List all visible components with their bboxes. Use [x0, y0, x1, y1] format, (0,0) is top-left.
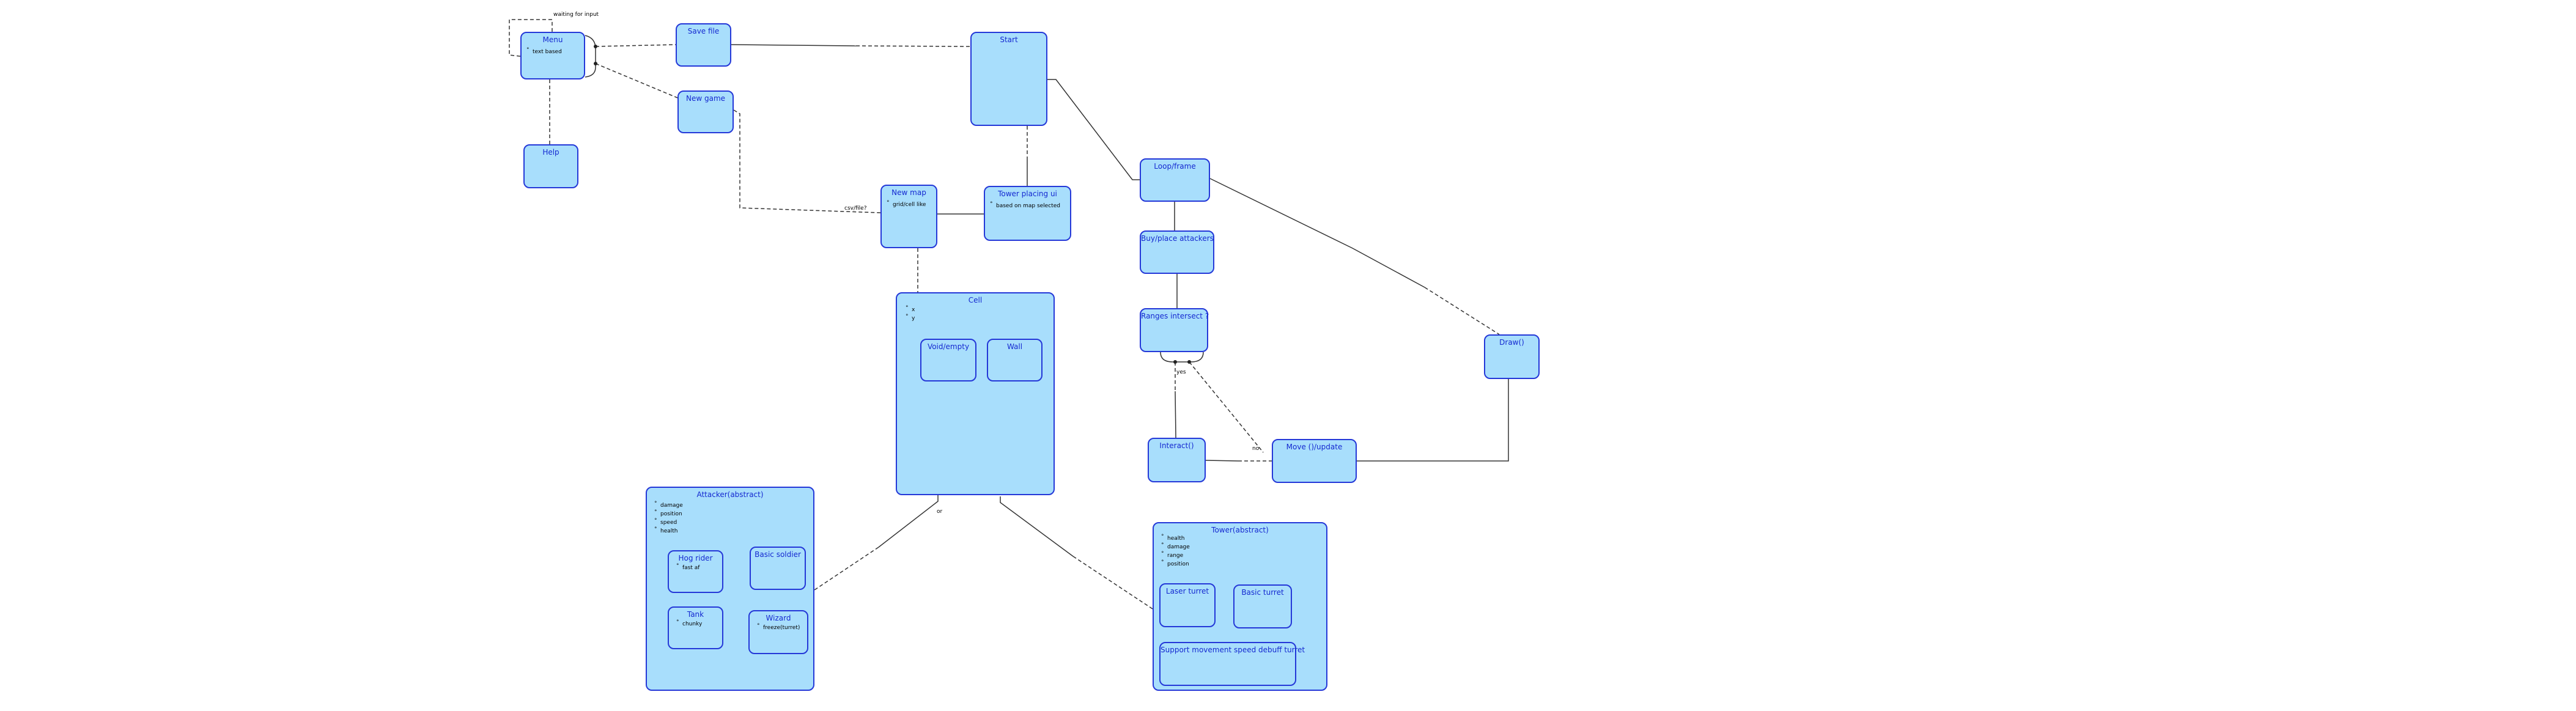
- start-node[interactable]: Start: [970, 32, 1047, 126]
- draw-node[interactable]: Draw(): [1484, 334, 1540, 379]
- edge-ranges-move: [1189, 361, 1264, 453]
- tower-item: position: [1161, 558, 1190, 569]
- edge-interact-move: [1205, 460, 1239, 462]
- edge-loop-draw: [1209, 178, 1425, 288]
- basic-turret-title: Basic turret: [1241, 588, 1284, 597]
- wizard-items: freeze(turret): [757, 622, 800, 632]
- move-update-title: Move ()/update: [1286, 443, 1343, 451]
- new-map-title: New map: [891, 188, 926, 197]
- label-no: no: [1252, 446, 1260, 452]
- edge-move-draw: [1357, 379, 1509, 462]
- edge-cell-attacker: [878, 495, 939, 548]
- tank-items: chunky: [676, 618, 702, 628]
- edge-newgame-newmap: [733, 109, 881, 213]
- tower-items: health damage range position: [1161, 532, 1190, 569]
- hog-rider-node[interactable]: Hog rider fast af: [668, 550, 723, 593]
- cell-item: x: [906, 304, 915, 314]
- label-or: or: [937, 509, 943, 515]
- cell-item: y: [906, 312, 915, 323]
- cell-node[interactable]: Cell x y Void/empty Wall: [896, 292, 1055, 495]
- cell-title: Cell: [968, 296, 983, 304]
- void-empty-node[interactable]: Void/empty: [920, 339, 976, 381]
- attacker-title: Attacker(abstract): [696, 490, 764, 499]
- tower-placing-item: based on map selected: [990, 200, 1060, 210]
- tower-title: Tower(abstract): [1211, 526, 1269, 534]
- cell-items: x y: [906, 304, 915, 323]
- tank-node[interactable]: Tank chunky: [668, 606, 723, 649]
- loop-frame-title: Loop/frame: [1154, 162, 1196, 171]
- edge-menu-newgame: [595, 63, 678, 98]
- menu-item: text based: [526, 46, 562, 56]
- start-title: Start: [1000, 35, 1018, 44]
- hog-rider-title: Hog rider: [678, 554, 713, 562]
- edge-savefile-start: [731, 44, 857, 46]
- attacker-item: health: [654, 525, 683, 536]
- menu-node[interactable]: Menu text based: [520, 32, 585, 79]
- support-turret-title: Support movement speed debuff turret: [1161, 646, 1305, 654]
- interact-node[interactable]: Interact(): [1148, 438, 1206, 482]
- new-game-title: New game: [685, 94, 726, 103]
- attacker-items: damage position speed health: [654, 499, 683, 536]
- move-update-node[interactable]: Move ()/update: [1272, 439, 1357, 483]
- new-map-node[interactable]: New map grid/cell like: [880, 185, 937, 248]
- save-file-node[interactable]: Save file: [676, 23, 731, 67]
- support-turret-node[interactable]: Support movement speed debuff turret: [1159, 642, 1305, 686]
- ranges-intersect-node[interactable]: Ranges intersect ?: [1140, 308, 1209, 352]
- edge-menu-savefile: [595, 44, 676, 47]
- new-game-node[interactable]: New game: [677, 90, 734, 133]
- attacker-node[interactable]: Attacker(abstract) damage position speed…: [646, 487, 814, 691]
- help-title: Help: [542, 148, 559, 157]
- tower-item: damage: [1161, 541, 1190, 551]
- tower-placing-node[interactable]: Tower placing ui based on map selected: [984, 186, 1071, 241]
- tower-item: health: [1161, 532, 1190, 543]
- edge-ranges-interact-2: [1175, 391, 1176, 438]
- wizard-item: freeze(turret): [757, 622, 800, 632]
- hog-rider-item: fast af: [676, 562, 699, 572]
- loop-frame-node[interactable]: Loop/frame: [1140, 158, 1210, 202]
- attacker-item: position: [654, 508, 683, 518]
- tank-title: Tank: [687, 610, 704, 619]
- tower-item: range: [1161, 550, 1190, 560]
- laser-turret-node[interactable]: Laser turret: [1159, 583, 1216, 627]
- wizard-node[interactable]: Wizard freeze(turret): [748, 610, 808, 654]
- attacker-item: damage: [654, 499, 683, 510]
- edge-cell-tower: [1000, 496, 1074, 557]
- attacker-item: speed: [654, 517, 683, 527]
- edge-start-loop: [1047, 79, 1140, 180]
- tank-item: chunky: [676, 618, 702, 628]
- edge-ranges-bracket: [1160, 352, 1204, 363]
- basic-soldier-node[interactable]: Basic soldier: [750, 547, 806, 590]
- buy-place-title: Buy/place attackers: [1141, 234, 1214, 243]
- hog-rider-items: fast af: [676, 562, 699, 572]
- draw-title: Draw(): [1499, 338, 1524, 347]
- buy-place-node[interactable]: Buy/place attackers: [1140, 230, 1214, 274]
- laser-turret-title: Laser turret: [1165, 587, 1209, 595]
- menu-items: text based: [526, 46, 562, 56]
- void-empty-title: Void/empty: [927, 342, 970, 351]
- label-yes: yes: [1176, 369, 1186, 375]
- edge-menu-bracket: [585, 35, 596, 78]
- help-node[interactable]: Help: [523, 144, 578, 188]
- new-map-item: grid/cell like: [887, 199, 926, 209]
- save-file-title: Save file: [687, 27, 720, 35]
- edge-cell-attacker-2: [814, 547, 879, 591]
- tower-node[interactable]: Tower(abstract) health damage range posi…: [1153, 522, 1327, 691]
- interact-title: Interact(): [1159, 441, 1194, 450]
- tower-placing-items: based on map selected: [990, 200, 1060, 210]
- basic-turret-node[interactable]: Basic turret: [1233, 584, 1292, 628]
- wizard-title: Wizard: [766, 614, 791, 622]
- new-map-items: grid/cell like: [887, 199, 926, 209]
- edge-menu-loop: [509, 19, 553, 57]
- edge-loop-draw-2: [1424, 287, 1500, 335]
- wall-node[interactable]: Wall: [987, 339, 1043, 381]
- label-waiting-for-input: waiting for input: [553, 12, 599, 18]
- label-csv-file: csv/file?: [844, 205, 867, 212]
- ranges-intersect-title: Ranges intersect ?: [1141, 312, 1209, 320]
- menu-title: Menu: [542, 35, 563, 44]
- tower-placing-title: Tower placing ui: [998, 190, 1057, 198]
- basic-soldier-title: Basic soldier: [755, 550, 801, 559]
- wall-title: Wall: [1006, 342, 1023, 351]
- edge-cell-tower-2: [1072, 556, 1153, 610]
